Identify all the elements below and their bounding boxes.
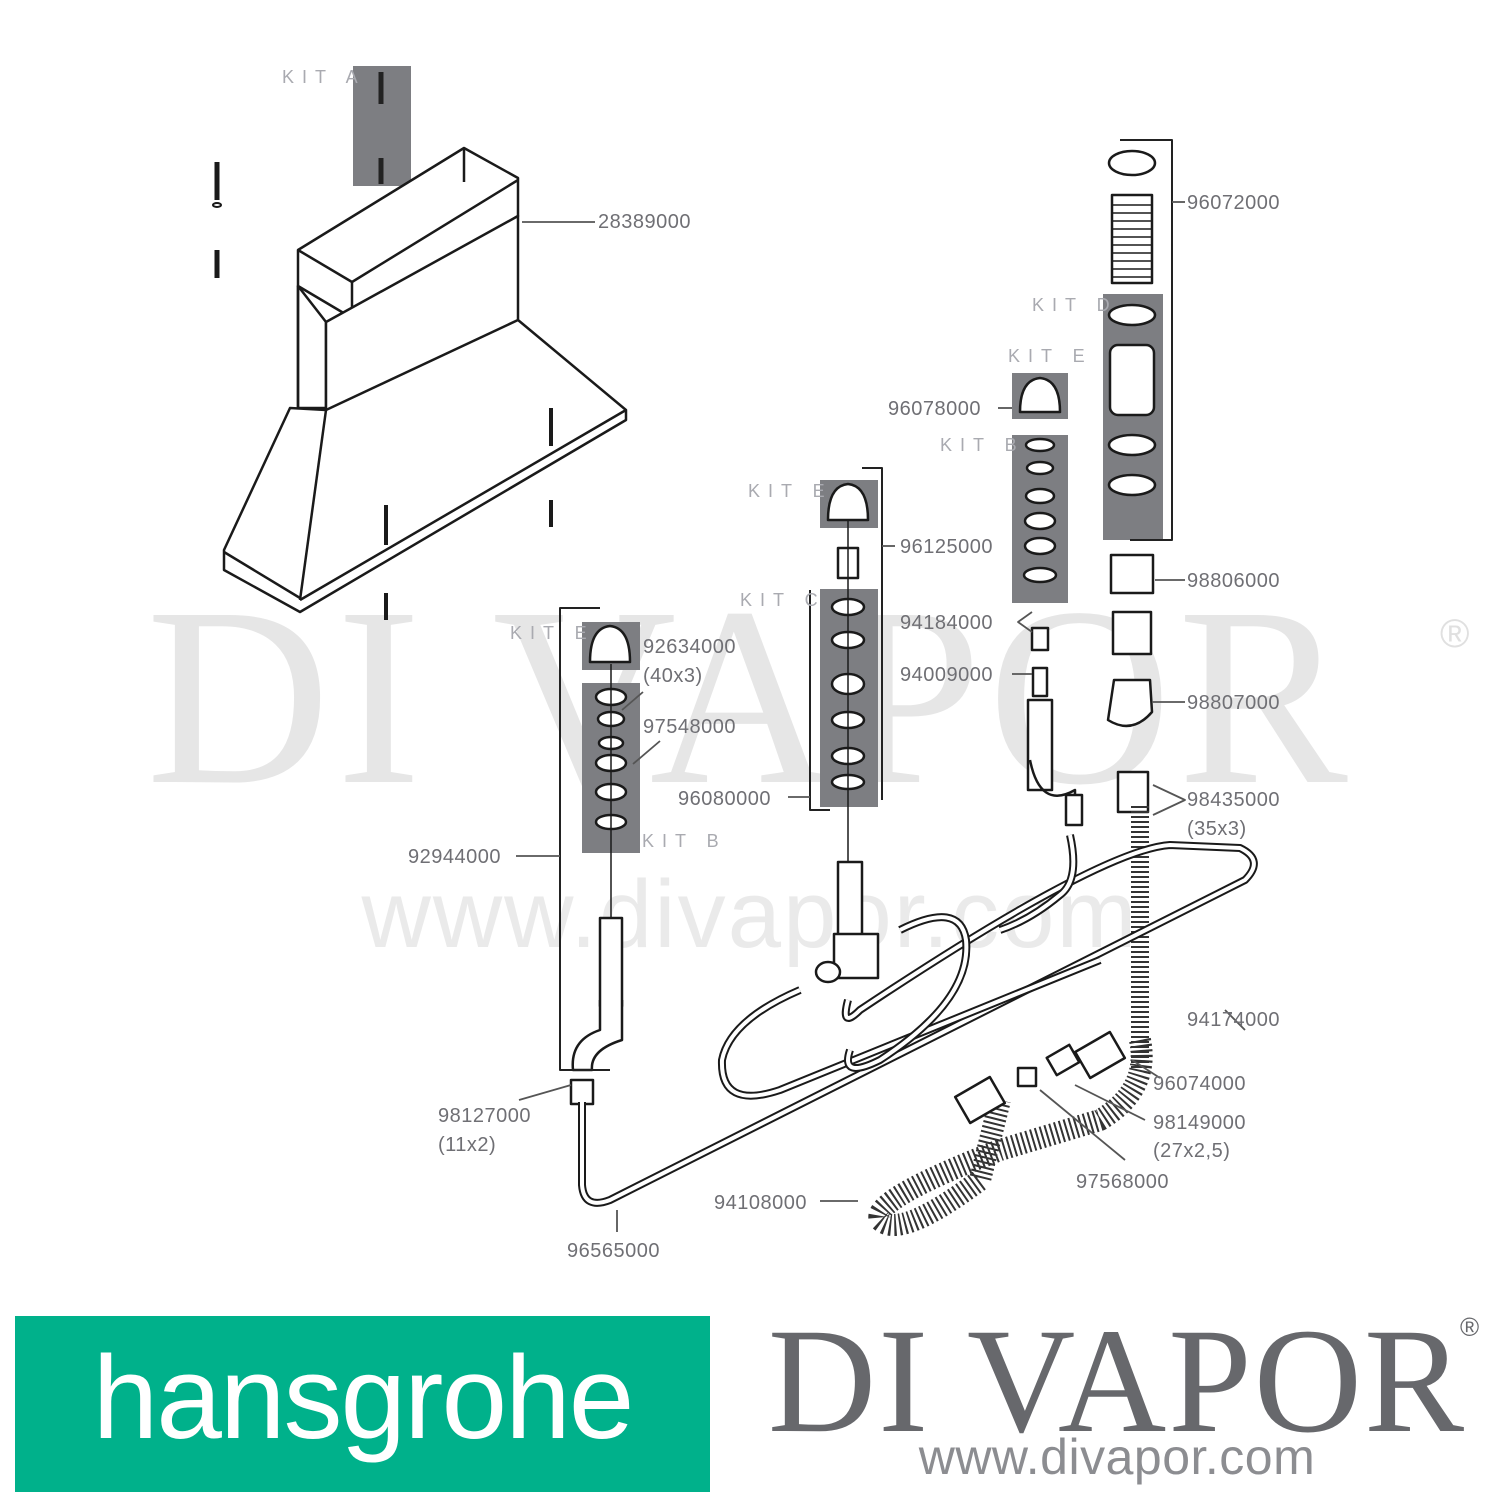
divapor-url: www.divapor.com	[918, 1429, 1316, 1485]
kit-e-middle-label: KIT E	[748, 481, 833, 501]
hansgrohe-logo-text: hansgrohe	[92, 1332, 635, 1464]
divapor-registered-mark: ®	[1460, 1312, 1480, 1342]
part-94174000: 94174000	[1187, 1009, 1280, 1031]
part-94009000: 94009000	[900, 664, 993, 686]
part-98127000-note: (11x2)	[438, 1134, 497, 1156]
kit-c-label: KIT C	[740, 590, 826, 610]
part-98806000: 98806000	[1187, 570, 1280, 592]
part-98435000: 98435000	[1187, 789, 1280, 811]
part-28389000: 28389000	[598, 211, 691, 233]
part-96074000: 96074000	[1153, 1073, 1246, 1095]
kit-b-right-label: KIT B	[940, 435, 1025, 455]
divapor-logo: DI VAPOR	[767, 1298, 1467, 1464]
kit-c-highlight	[820, 589, 878, 807]
hansgrohe-logo: hansgrohe	[15, 1316, 710, 1492]
part-96078000: 96078000	[888, 398, 981, 420]
watermark-registered-mark: ®	[1440, 612, 1470, 656]
kit-d-highlight	[1103, 294, 1163, 540]
part-98127000: 98127000	[438, 1105, 531, 1127]
part-97568000: 97568000	[1076, 1171, 1169, 1193]
exploded-view-drawing	[212, 66, 1258, 1236]
part-98149000-note: (27x2,5)	[1153, 1140, 1231, 1162]
part-98149000: 98149000	[1153, 1112, 1246, 1134]
kit-e-left-label: KIT E	[510, 623, 595, 643]
part-96125000: 96125000	[900, 536, 993, 558]
kit-e-right-label: KIT E	[1008, 346, 1093, 366]
kit-d-label: KIT D	[1032, 295, 1118, 315]
part-98807000: 98807000	[1187, 692, 1280, 714]
part-96072000: 96072000	[1187, 192, 1280, 214]
part-94184000: 94184000	[900, 612, 993, 634]
part-96080000: 96080000	[678, 788, 771, 810]
part-92634000: 92634000	[643, 636, 736, 658]
part-96565000: 96565000	[567, 1240, 660, 1262]
kit-a-label: KIT A	[282, 67, 366, 87]
part-92944000: 92944000	[408, 846, 501, 868]
part-94108000: 94108000	[714, 1192, 807, 1214]
part-97548000: 97548000	[643, 716, 736, 738]
kit-b-left-label: KIT B	[642, 831, 727, 851]
part-92634000-note: (40x3)	[643, 665, 703, 687]
part-98435000-note: (35x3)	[1187, 818, 1247, 840]
